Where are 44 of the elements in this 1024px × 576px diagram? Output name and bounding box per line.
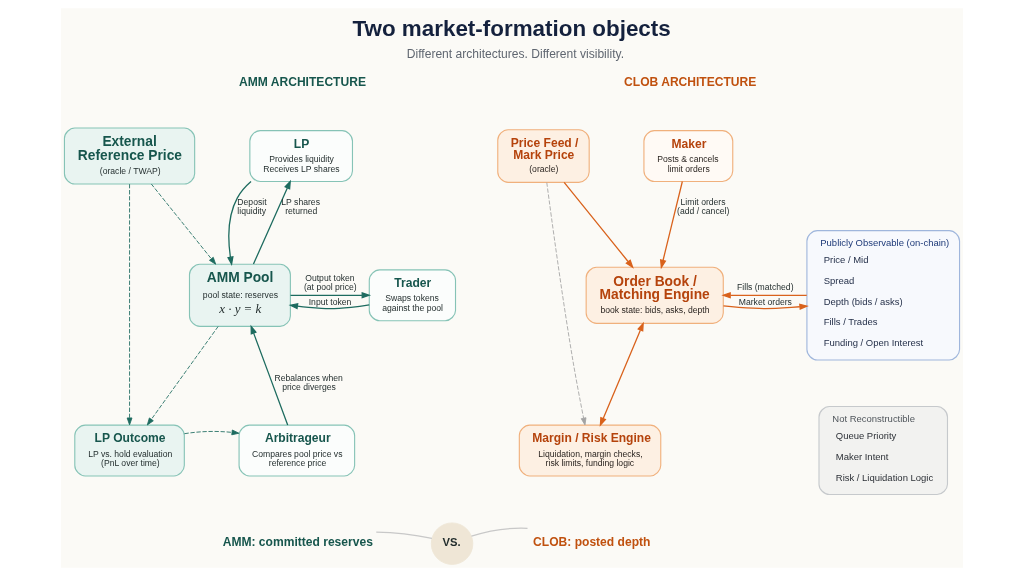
arrow [721,291,808,299]
arrow [546,182,587,426]
connector [375,531,433,540]
caption: Different architectures. Different visibility. [406,47,625,62]
edge-label: Rebalances when price diverges [274,372,343,393]
arrow [722,303,809,311]
node-text: CLOB: posted depth [533,535,651,550]
node-box: Maker Posts & cancels limit orders [643,130,734,183]
arrow [252,179,291,265]
arrow [146,326,219,426]
label: AMM ARCHITECTURE [239,75,366,90]
node-text: AMM: committed reserves [222,535,373,550]
label: CLOB ARCHITECTURE [624,75,757,90]
node-box: Arbitrageur Compares pool price vs reference price [238,424,356,477]
arrow [289,291,372,299]
arrow [126,183,133,426]
edge-label: LP shares returned [281,196,320,217]
node-box: Publicly Observable (on-chain) Price / Mid Spread Depth (bids / asks) Fills / Trades Funding / Open Interest [806,230,961,361]
node-box: Trader Swaps tokens against the pool [368,269,457,322]
edge-label: Market orders [738,296,792,307]
node-box: Margin / Risk Engine Liquidation, margin checks, risk limits, funding logic [518,424,662,477]
node-box: Not Reconstructible Queue Priority Maker Intent Risk / Liquidation Logic [818,406,949,496]
node-box: LP Outcome LP vs. hold evaluation (PnL over time) [74,424,185,477]
node-circle: VS. [430,522,474,565]
arrow [184,429,240,436]
edge-label: Fills (matched) [737,282,794,293]
node-box: Price Feed / Mark Price (oracle) [497,129,590,183]
edge-label: Input token [308,296,352,307]
arrow [659,180,683,270]
node-box: External Reference Price (oracle / TWAP) [63,127,196,185]
arrow [250,324,289,426]
arrow [288,302,370,310]
node-box: Order Book / Matching Engine book state: bids, asks, depth [585,266,724,324]
node-box: AMM Pool pool state: reserves x · y = k [188,263,291,327]
arrow [599,321,644,427]
edge-label: Deposit liquidity [237,196,267,217]
arrow [563,181,634,269]
node-box: LP Provides liquidity Receives LP shares [249,130,354,183]
diagram-title: Two market-formation objects [352,15,671,41]
arrow [227,180,252,266]
arrow [150,183,217,265]
edge-label: Output token (at pool price) [303,272,357,293]
edge-label: Limit orders (add / cancel) [677,196,730,217]
connector [470,527,529,537]
